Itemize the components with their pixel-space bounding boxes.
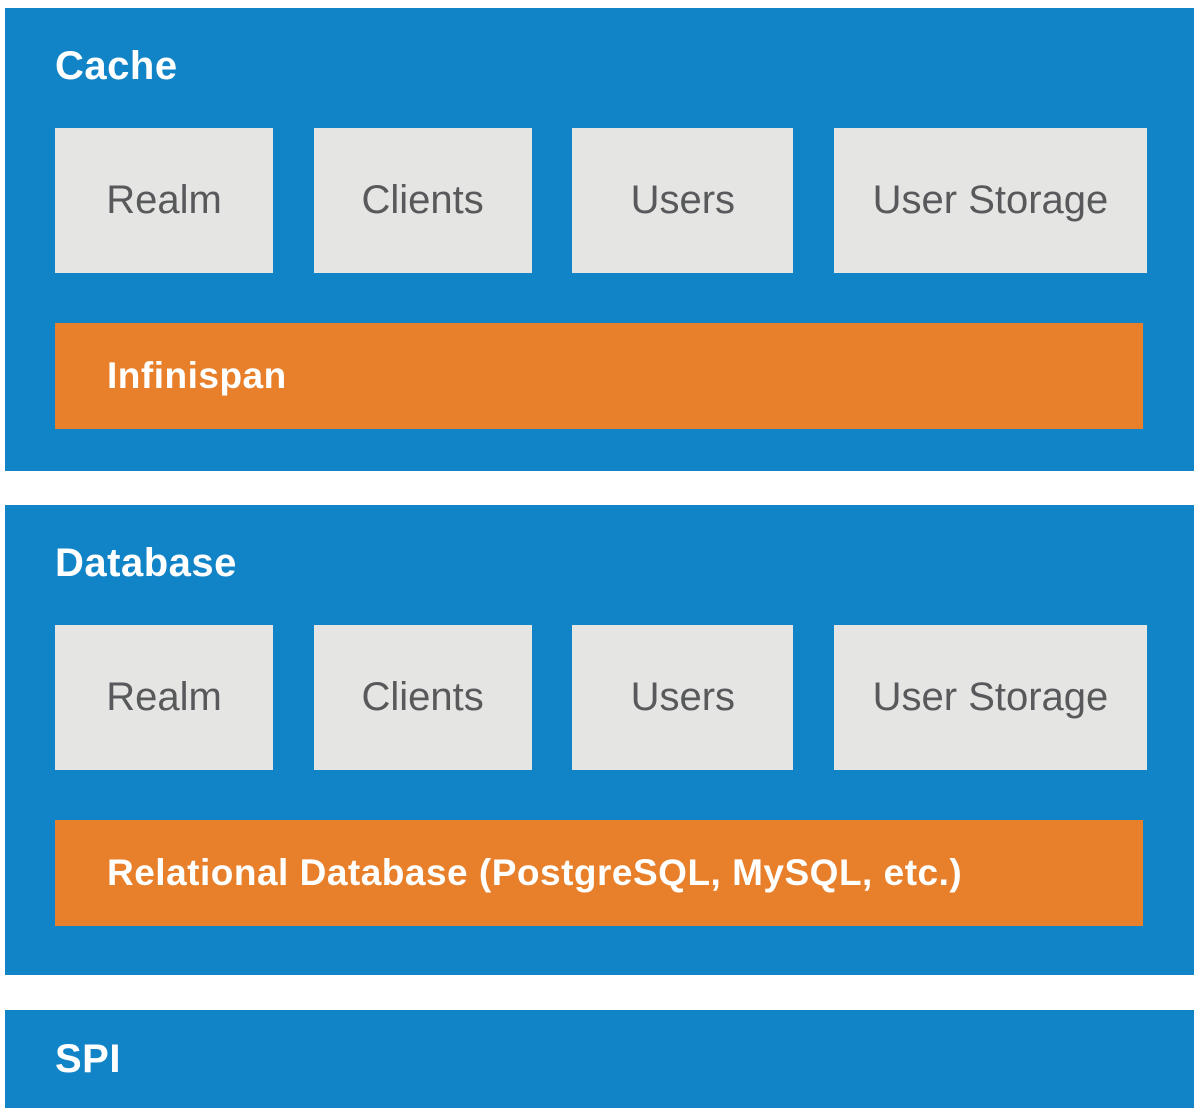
database-box-user-storage: User Storage — [833, 625, 1147, 770]
relational-database-bar: Relational Database (PostgreSQL, MySQL, … — [55, 820, 1143, 926]
database-box-clients: Clients — [313, 625, 532, 770]
cache-box-clients-label: Clients — [361, 178, 484, 222]
cache-panel-title: Cache — [55, 44, 178, 88]
infinispan-bar: Infinispan — [55, 323, 1143, 429]
cache-box-row: Realm Clients Users User Storage — [55, 128, 1147, 273]
database-box-clients-label: Clients — [361, 675, 484, 719]
database-box-row: Realm Clients Users User Storage — [55, 625, 1147, 770]
cache-box-user-storage-label: User Storage — [872, 178, 1109, 222]
database-box-users: Users — [572, 625, 794, 770]
relational-database-bar-label: Relational Database (PostgreSQL, MySQL, … — [107, 852, 963, 893]
cache-box-realm: Realm — [55, 128, 273, 273]
cache-box-realm-label: Realm — [106, 178, 222, 222]
cache-box-users: Users — [572, 128, 794, 273]
cache-box-clients: Clients — [313, 128, 532, 273]
infinispan-bar-label: Infinispan — [107, 355, 287, 396]
database-box-users-label: Users — [630, 675, 736, 719]
database-panel: Database Realm Clients Users User Storag… — [5, 505, 1194, 975]
database-box-user-storage-label: User Storage — [872, 675, 1109, 719]
database-box-realm-label: Realm — [106, 675, 222, 719]
database-box-realm: Realm — [55, 625, 273, 770]
cache-box-user-storage: User Storage — [833, 128, 1147, 273]
cache-box-users-label: Users — [630, 178, 736, 222]
cache-panel: Cache Realm Clients Users User Storage I… — [5, 8, 1194, 471]
spi-panel: SPI — [5, 1010, 1194, 1108]
database-panel-title: Database — [55, 541, 237, 585]
spi-panel-title: SPI — [55, 1037, 121, 1081]
